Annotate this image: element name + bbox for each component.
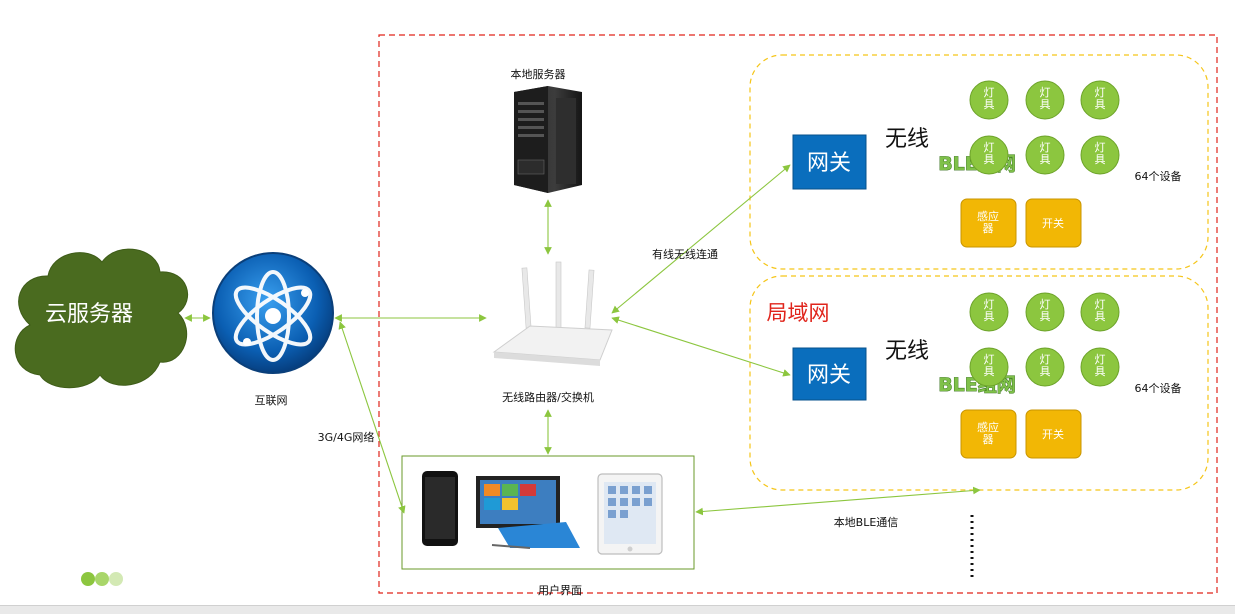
mobile-network-label: 3G/4G网络 <box>318 430 375 444</box>
phone-icon <box>422 471 458 546</box>
svg-text:灯具: 灯具 <box>984 353 995 378</box>
switch-node: 开关 <box>1025 198 1082 248</box>
internet-label: 互联网 <box>255 394 288 407</box>
lamp-node: 灯具 <box>969 135 1009 175</box>
router-gateway1-arrow <box>611 164 791 314</box>
device-group-1: 网关 无线 BLE组网 64个设备 灯具 灯具 灯具 灯具 灯具 灯具 感应器 … <box>792 80 1182 248</box>
user-interface-label: 用户界面 <box>538 583 582 597</box>
device-count-label: 64个设备 <box>1135 381 1182 395</box>
tablet-keyboard-icon <box>476 476 580 549</box>
lamp-node: 灯具 <box>969 347 1009 387</box>
lamp-node: 灯具 <box>1080 80 1120 120</box>
svg-text:灯具: 灯具 <box>1095 141 1106 166</box>
lan-boundary <box>378 34 1218 594</box>
local-server-label: 本地服务器 <box>511 67 566 81</box>
router-node: 无线路由器/交换机 <box>492 261 613 404</box>
router-label: 无线路由器/交换机 <box>502 390 594 404</box>
svg-text:灯具: 灯具 <box>984 298 995 323</box>
svg-text:灯具: 灯具 <box>1040 86 1051 111</box>
ipad-icon <box>597 473 663 555</box>
svg-text:开关: 开关 <box>1042 427 1064 441</box>
gateway-box <box>792 134 867 190</box>
router-gateway2-arrow <box>611 316 791 377</box>
gateway-box <box>792 347 867 401</box>
internet-ui-arrow <box>338 321 406 514</box>
lamp-node: 灯具 <box>969 292 1009 332</box>
gateway-label: 网关 <box>807 151 851 176</box>
lamp-node: 灯具 <box>1080 347 1120 387</box>
gateway-label: 网关 <box>807 363 851 388</box>
switch-node: 开关 <box>1025 409 1082 459</box>
wireless-label: 无线 <box>885 127 929 152</box>
decorative-dots <box>81 572 123 586</box>
svg-text:灯具: 灯具 <box>984 141 995 166</box>
router-icon <box>492 261 613 366</box>
server-icon <box>514 86 582 193</box>
device-group-2: 网关 无线 BLE组网 64个设备 灯具 灯具 灯具 灯具 灯具 灯具 感应器 … <box>792 292 1182 459</box>
lamp-node: 灯具 <box>969 80 1009 120</box>
svg-text:感应器: 感应器 <box>977 420 999 446</box>
svg-text:开关: 开关 <box>1042 216 1064 230</box>
sensor-node: 感应器 <box>960 409 1017 459</box>
user-interface-node: 用户界面 <box>401 455 695 597</box>
cloud-icon <box>14 248 189 389</box>
device-group-1-boundary <box>749 54 1209 270</box>
ui-devices-arrow <box>695 486 981 516</box>
lamp-node: 灯具 <box>1080 292 1120 332</box>
svg-text:灯具: 灯具 <box>1095 86 1106 111</box>
cloud-server-node: 云服务器 <box>14 248 189 389</box>
lan-label: 局域网 <box>767 301 830 325</box>
internet-node: 互联网 <box>212 252 334 407</box>
device-count-label: 64个设备 <box>1135 169 1182 183</box>
svg-text:灯具: 灯具 <box>1040 141 1051 166</box>
wired-wireless-label: 有线无线连通 <box>652 247 718 261</box>
lamp-node: 灯具 <box>1025 347 1065 387</box>
lamp-node: 灯具 <box>1025 135 1065 175</box>
svg-text:感应器: 感应器 <box>977 209 999 235</box>
connections <box>184 164 981 516</box>
svg-text:灯具: 灯具 <box>1040 353 1051 378</box>
local-ble-label: 本地BLE通信 <box>834 515 899 529</box>
sensor-node: 感应器 <box>960 198 1017 248</box>
window-bottom-bar <box>0 605 1235 614</box>
lamp-node: 灯具 <box>1025 80 1065 120</box>
lamp-node: 灯具 <box>1080 135 1120 175</box>
wireless-label: 无线 <box>885 339 929 364</box>
cloud-label: 云服务器 <box>45 302 133 327</box>
svg-text:灯具: 灯具 <box>1095 353 1106 378</box>
svg-text:灯具: 灯具 <box>1040 298 1051 323</box>
svg-text:灯具: 灯具 <box>984 86 995 111</box>
local-server-node: 本地服务器 <box>511 67 582 193</box>
lamp-node: 灯具 <box>1025 292 1065 332</box>
svg-text:灯具: 灯具 <box>1095 298 1106 323</box>
